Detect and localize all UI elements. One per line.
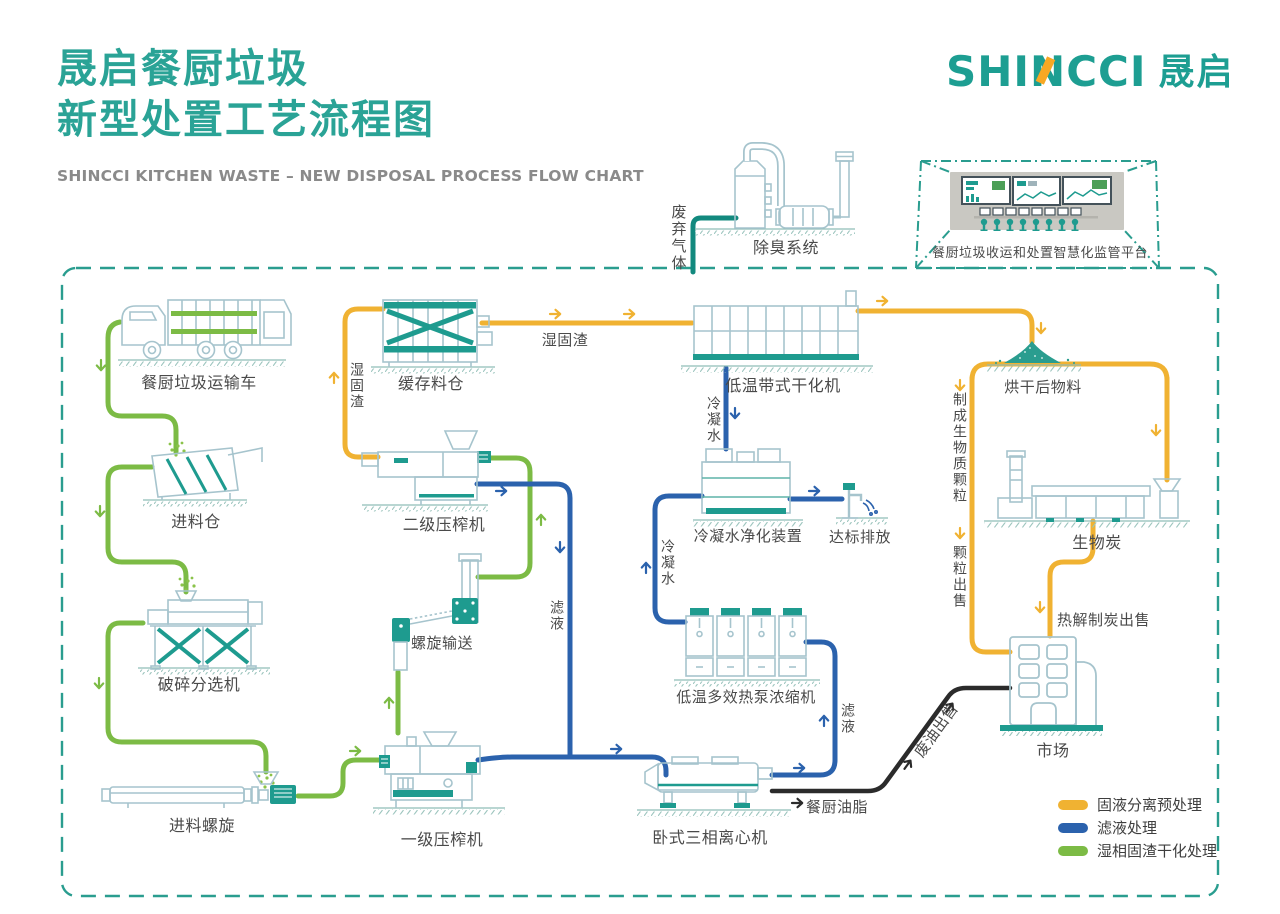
flow-lines [105,215,1170,799]
centrifuge-graphic [644,756,773,808]
buffer-silo-graphic [382,299,493,367]
discharge-graphic [842,483,878,519]
biochar-label: 生物炭 [1072,533,1122,552]
dried-material-pile [995,341,1075,364]
page-title: 晟启餐厨垃圾 新型处置工艺流程图 [57,44,435,146]
kitchen-grease-label: 餐厨油脂 [806,798,869,816]
feed-hopper-label: 进料仓 [171,512,221,531]
legend-row: 固液分离预处理 [1058,793,1217,816]
market-label: 市场 [1036,741,1070,760]
feed-hopper-graphic [151,440,263,500]
belt-dryer-label: 低温带式干化机 [725,376,841,395]
logo-chinese: 晟启 [1158,52,1235,93]
legend-swatch-green [1058,845,1088,856]
biochar-graphic [997,450,1182,522]
wet-residue-up-label: 湿固渣 [348,362,364,410]
crusher-graphic [147,575,263,670]
logo-wordmark: SHINCCI [946,50,1146,94]
waste-gas-label: 废弃气体 [669,204,688,272]
logo-text-post: CCI [1066,47,1147,96]
legend-label: 滤液处理 [1097,819,1158,837]
concentrator-label: 低温多效热泵浓缩机 [676,688,816,706]
legend-swatch-yellow [1058,799,1088,810]
primary-press-label: 一级压榨机 [400,830,484,849]
title-line-1: 晟启餐厨垃圾 [57,46,309,92]
dried-material-label: 烘干后物料 [1004,378,1082,396]
flow-black [769,685,1013,794]
filtrate-down-label: 滤液 [548,600,564,632]
secondary-press-graphic [361,430,491,505]
screw-conveyor-label: 螺旋输送 [410,634,474,652]
condensate-down-label: 冷凝水 [705,396,721,444]
truck-graphic [121,299,292,360]
brand-logo: SHINCCI 晟启 [946,50,1234,96]
truck-label: 餐厨垃圾运输车 [141,373,257,392]
platform-dashed-frame [915,160,1160,269]
centrifuge-label: 卧式三相离心机 [652,828,768,847]
flow-green [105,319,533,799]
machines [101,142,1182,808]
legend-row: 滤液处理 [1058,816,1217,839]
screw-conveyor-graphic [392,553,482,671]
condensate-purifier-label: 冷凝水净化装置 [693,527,803,545]
crusher-label: 破碎分选机 [157,675,241,694]
monitoring-platform-graphic [915,160,1160,269]
legend-label: 固液分离预处理 [1097,796,1203,814]
deodorization-label: 除臭系统 [752,238,820,257]
legend-label: 湿相固渣干化处理 [1097,842,1218,860]
feed-screw-label: 进料螺旋 [168,816,236,835]
wet-residue-label: 湿固渣 [541,331,589,349]
pyrolysis-sale-label: 热解制炭出售 [1057,611,1151,629]
deodorization-graphic [734,142,854,229]
concentrator-graphic [685,607,807,677]
legend-swatch-blue [1058,822,1088,833]
condensate-up-label: 冷凝水 [659,539,675,587]
page-subtitle: SHINCCI KITCHEN WASTE – NEW DISPOSAL PRO… [57,167,644,185]
flow-arrows-yellow [328,295,1162,614]
pellet-sale-label: 颗粒出售 [951,545,967,609]
biomass-pellets-label: 制成生物质颗粒 [951,392,967,504]
ground-lines [118,228,1190,817]
feed-screw-graphic [101,771,296,808]
main-border [60,266,1220,898]
flow-yellow [342,306,1170,655]
primary-press-graphic [379,731,481,808]
buffer-silo-label: 缓存料仓 [397,374,465,393]
logo-letter-n: N [1030,47,1067,96]
legend-row: 湿相固渣干化处理 [1058,839,1217,862]
filtrate-up-label: 滤液 [839,703,855,735]
secondary-press-label: 二级压榨机 [402,515,486,534]
flow-blue [474,365,845,778]
belt-dryer-graphic [693,290,859,360]
condensate-purifier-graphic [701,448,791,514]
title-line-2: 新型处置工艺流程图 [57,97,435,143]
flow-arrows-green [93,358,547,757]
discharge-label: 达标排放 [828,528,892,546]
platform-label: 餐厨垃圾收运和处置智慧化监管平台 [931,246,1149,261]
market-graphic [1000,636,1103,736]
logo-text-pre: SHI [946,47,1031,96]
legend: 固液分离预处理 滤液处理 湿相固渣干化处理 [1058,793,1217,862]
flow-waste-gas [690,215,739,275]
